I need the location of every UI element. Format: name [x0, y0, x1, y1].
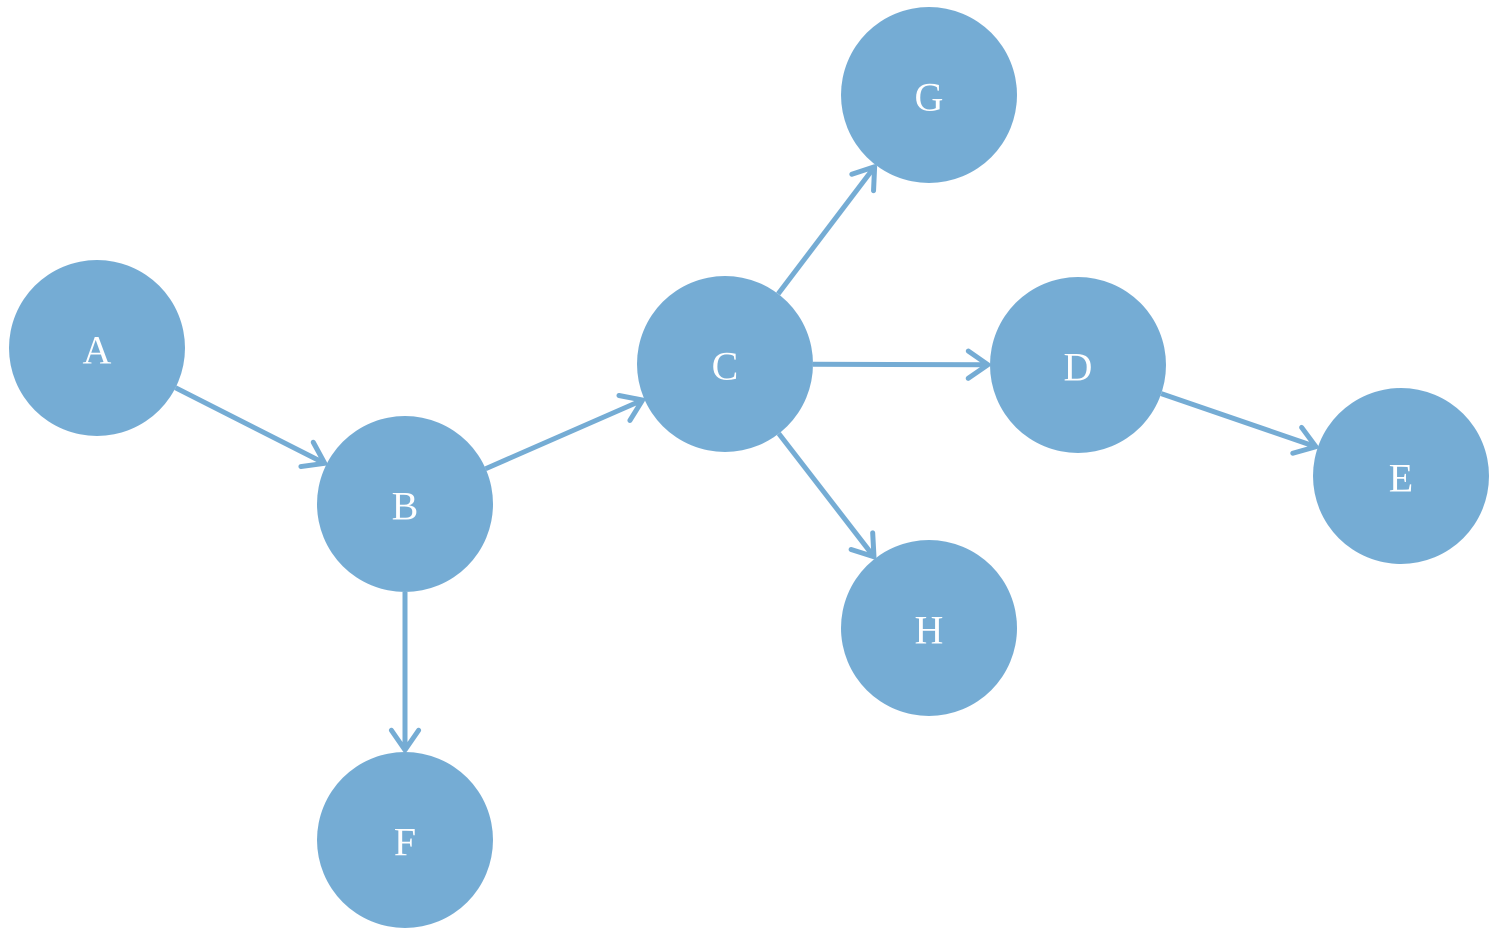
node-label: D — [1064, 345, 1093, 390]
arrowhead-icon — [849, 164, 878, 194]
edge-c-g — [776, 164, 878, 296]
edge-line — [776, 165, 877, 296]
node-b: B — [317, 416, 493, 592]
edge-line — [484, 397, 644, 472]
node-circle — [841, 7, 1017, 183]
edge-line — [1160, 391, 1317, 450]
edge-b-f — [388, 592, 422, 753]
node-circle — [9, 260, 185, 436]
edge-c-h — [776, 432, 877, 560]
arrowhead-icon — [388, 727, 422, 753]
edge-line — [174, 385, 326, 466]
arrowhead-icon — [848, 530, 877, 560]
node-circle — [317, 752, 493, 928]
node-a: A — [9, 260, 185, 436]
node-f: F — [317, 752, 493, 928]
node-label: E — [1389, 456, 1413, 501]
edge-b-c — [484, 393, 646, 472]
arrowhead-icon — [965, 348, 991, 381]
node-label: C — [712, 344, 739, 389]
node-label: A — [83, 328, 112, 373]
node-circle — [317, 416, 493, 592]
arrowhead-icon — [616, 393, 646, 423]
node-c: C — [637, 276, 813, 452]
node-label: B — [392, 484, 419, 529]
node-label: H — [915, 608, 944, 653]
arrowhead-icon — [1290, 424, 1319, 456]
node-g: G — [841, 7, 1017, 183]
node-label: F — [394, 820, 416, 865]
node-label: G — [915, 75, 944, 120]
node-d: D — [990, 277, 1166, 453]
node-circle — [637, 276, 813, 452]
node-circle — [990, 277, 1166, 453]
edge-d-e — [1160, 391, 1319, 456]
node-circle — [841, 540, 1017, 716]
node-e: E — [1313, 388, 1489, 564]
node-circle — [1313, 388, 1489, 564]
edges-layer — [174, 164, 1319, 753]
node-h: H — [841, 540, 1017, 716]
edge-a-b — [174, 385, 328, 470]
edge-line — [776, 432, 876, 559]
edge-c-d — [812, 348, 991, 381]
arrowhead-icon — [298, 439, 328, 470]
nodes-layer: A B C D E F G H — [9, 7, 1489, 928]
